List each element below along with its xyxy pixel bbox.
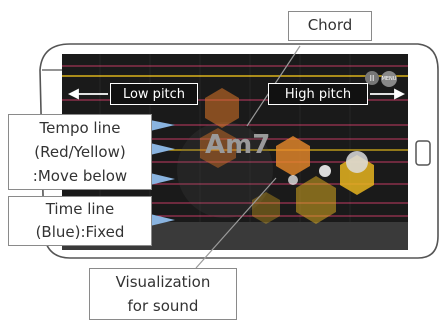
visualization-desc: for sound — [127, 297, 199, 315]
chord-callout: Chord — [288, 11, 372, 41]
menu-button[interactable]: MENU — [381, 71, 397, 87]
hexagon-orange-top — [205, 88, 239, 128]
tempo-line-callout: Tempo line (Red/Yellow) :Move below — [8, 114, 152, 190]
tempo-line-color: (Red/Yellow) — [34, 143, 126, 161]
chord-name: Am7 — [205, 130, 271, 160]
hexagon-orange-right — [276, 136, 310, 176]
visualization-callout: Visualization for sound — [89, 268, 237, 320]
tempo-line-title: Tempo line — [39, 119, 121, 137]
hexagon-orange-mid — [200, 128, 236, 168]
touch-cursor — [288, 175, 298, 185]
circle-white — [346, 151, 368, 173]
time-line-callout: Time line (Blue):Fixed — [8, 196, 152, 246]
high-pitch-label: High pitch — [268, 83, 368, 105]
pause-button[interactable]: II — [365, 71, 379, 85]
time-line-desc: (Blue):Fixed — [35, 223, 125, 241]
marker-1 — [150, 120, 175, 131]
tempo-line-desc: :Move below — [32, 167, 128, 185]
hexagon-yellow-bottom — [296, 176, 336, 224]
circle-small — [319, 165, 331, 177]
marker-2 — [150, 143, 175, 155]
visualization-title: Visualization — [115, 273, 211, 291]
low-pitch-label: Low pitch — [110, 83, 198, 105]
marker-4 — [150, 214, 175, 226]
time-line-title: Time line — [45, 200, 115, 218]
home-button[interactable] — [415, 140, 431, 166]
time-line-markers — [150, 120, 175, 226]
sound-visualization — [200, 88, 374, 224]
ripple-circle — [177, 122, 273, 218]
chord-callout-text: Chord — [307, 16, 353, 34]
hexagon-yellow-small — [252, 192, 280, 224]
pitch-arrows — [67, 88, 406, 100]
marker-3 — [150, 173, 175, 185]
